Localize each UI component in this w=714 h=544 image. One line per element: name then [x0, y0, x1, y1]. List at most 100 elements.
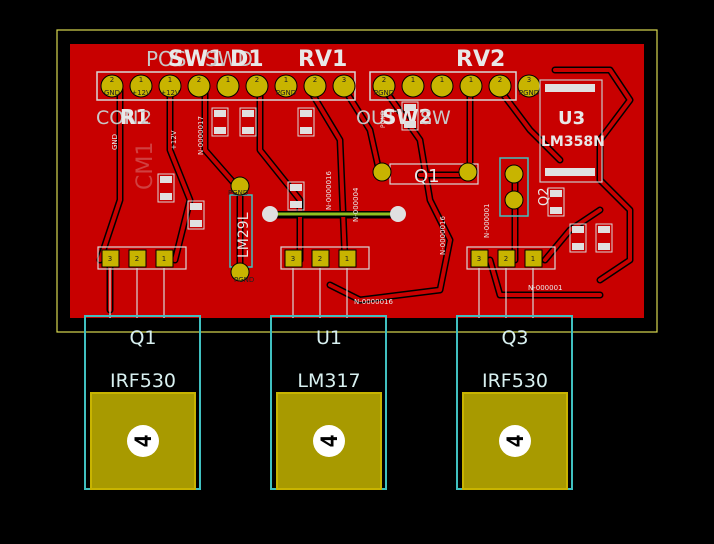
ref-rv1: RV1 [298, 47, 347, 72]
header-left-pad-number: 1 [284, 76, 288, 84]
ref-sw1: SW1 [168, 47, 223, 72]
header-right-pad-label: PGND [519, 89, 539, 97]
component-value: IRF530 [110, 370, 176, 392]
ref-r1: R1 [120, 105, 149, 129]
smd-outline [157, 173, 175, 203]
component-ref: Q3 [501, 327, 528, 349]
q2-pad-a [504, 164, 524, 184]
to220-pad-number: 2 [135, 255, 139, 263]
ref-rv2: RV2 [456, 47, 505, 72]
board-edge [56, 29, 658, 333]
ref-d1: D1 [230, 47, 264, 72]
header-left-pad [303, 74, 327, 98]
header-right-pad [488, 74, 512, 98]
mount-hole-number: 4 [132, 434, 157, 447]
mount-hole-number: 4 [504, 434, 529, 447]
tracks [98, 68, 632, 312]
smd-pad [572, 243, 584, 250]
to220-pad-outline [466, 246, 556, 270]
header-left-pad [274, 74, 298, 98]
to220-pad-number: 2 [318, 255, 322, 263]
header-left-pad-number: 2 [197, 76, 201, 84]
header-right-pad [430, 74, 454, 98]
smd-pad [190, 203, 202, 210]
header-right-pad [401, 74, 425, 98]
smd-pad [160, 176, 172, 183]
to220-pad [311, 249, 330, 268]
to220-pad-number: 1 [345, 255, 349, 263]
to220-pad [338, 249, 357, 268]
header-left-pad-label: GND [104, 89, 120, 97]
header-left-pad [216, 74, 240, 98]
u3-outline [539, 79, 603, 183]
header-right-pad-number: 1 [411, 76, 415, 84]
header-right-pad-number: 2 [498, 76, 502, 84]
to220-pad [128, 249, 147, 268]
to220-pad-number: 3 [291, 255, 295, 263]
component-value: LM317 [297, 370, 360, 392]
header-right-pad-number: 1 [440, 76, 444, 84]
smd-pad [290, 201, 302, 208]
component-value: IRF530 [482, 370, 548, 392]
ref-out: OUT [356, 107, 397, 129]
header-left-pad [129, 74, 153, 98]
to220-pad-number: 3 [477, 255, 481, 263]
header-left-pad [187, 74, 211, 98]
header-left-pad [332, 74, 356, 98]
smd-outline [595, 223, 613, 253]
header-right-pad-number: 1 [469, 76, 473, 84]
smd-pad [290, 184, 302, 191]
header-left-pad-label: +12V [160, 89, 180, 97]
label-n01b: N-000001 [528, 284, 562, 292]
component-ref: U1 [316, 327, 342, 349]
header-right-pad [459, 74, 483, 98]
header-right-pad-label: PGND [374, 89, 394, 97]
smd-pad [160, 193, 172, 200]
ref-two: 2 [140, 107, 152, 129]
header-right-pad-number: 2 [382, 76, 386, 84]
smd-parts [157, 101, 613, 253]
mount-hole-number: 4 [318, 434, 343, 447]
label-n04: N-000004 [352, 187, 360, 222]
to220-pad-number: 1 [162, 255, 166, 263]
header-left-pad [158, 74, 182, 98]
u3-pins-bottom [545, 168, 595, 176]
to220-pad-number: 1 [531, 255, 535, 263]
label-n17: N-0000017 [197, 116, 205, 155]
val-u3: LM358N [541, 134, 605, 150]
smd-outline [401, 101, 419, 131]
header-right-pad-number: 3 [527, 76, 531, 84]
smd-pad [242, 110, 254, 117]
ref-swd: SWD [205, 47, 253, 71]
to220-pad [524, 249, 543, 268]
to220-pad-outline [97, 246, 187, 270]
header-left-pad-label: PGND [276, 89, 296, 97]
ref-q2: Q2 [537, 187, 552, 206]
to220-pad [497, 249, 516, 268]
jumper-pad-left [262, 206, 278, 222]
header-left-pad-number: 3 [342, 76, 346, 84]
label-pgnd2: PGND [234, 276, 254, 284]
ref-con: CON [96, 107, 138, 129]
label-pgnd3: PGND [228, 189, 248, 197]
q1-mid-pad-b [458, 162, 478, 182]
to220-pad-number: 2 [504, 255, 508, 263]
mount-hole [499, 425, 531, 457]
ref-pos: POS [146, 47, 187, 71]
smd-outline [569, 223, 587, 253]
to220-pad [470, 249, 489, 268]
label-gnd-v: GND [111, 134, 119, 150]
mount-hole [127, 425, 159, 457]
smd-pad [214, 110, 226, 117]
smd-outline [287, 181, 305, 211]
l2-pad-bottom [230, 262, 250, 282]
header-left-pad-number: 2 [110, 76, 114, 84]
smd-pad [404, 121, 416, 128]
smd-pad [404, 104, 416, 111]
